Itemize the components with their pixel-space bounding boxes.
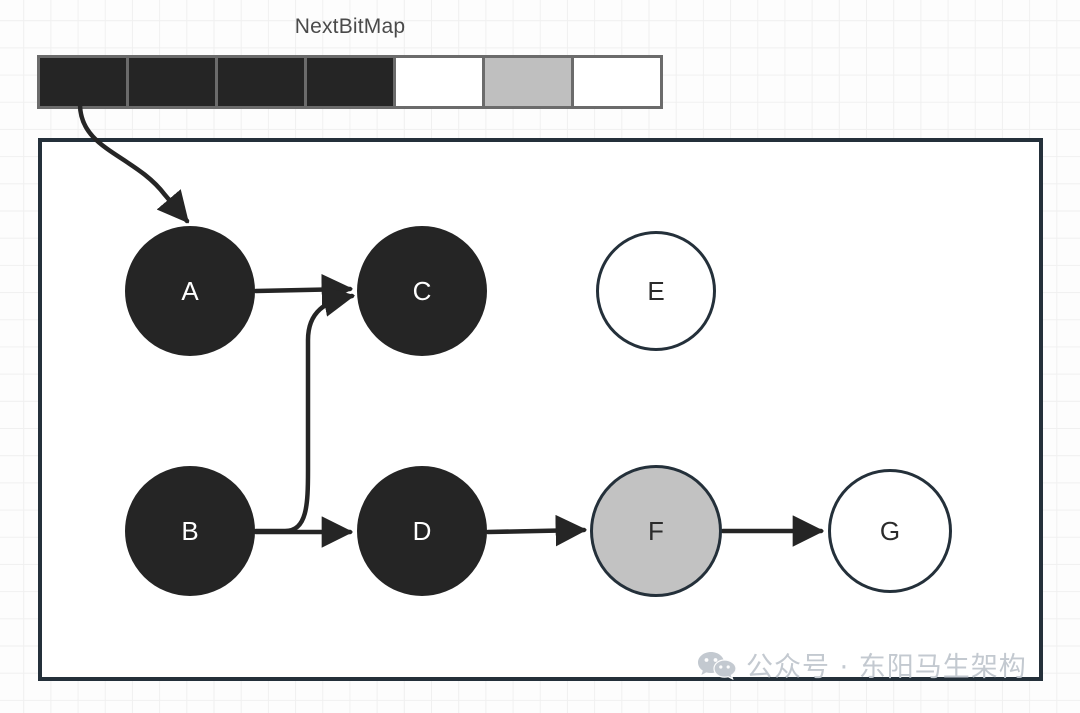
next-bit-map-strip [37,55,663,109]
graph-panel [38,138,1043,681]
graph-node-b-label: B [181,515,199,546]
graph-node-g-label: G [879,515,901,546]
graph-node-e[interactable]: E [596,231,716,351]
bitmap-cell-6[interactable] [574,58,660,106]
bitmap-cell-3[interactable] [307,58,396,106]
bitmap-cell-4[interactable] [396,58,485,106]
bitmap-cell-2[interactable] [218,58,307,106]
bitmap-title: NextBitMap [294,15,406,38]
graph-node-b[interactable]: B [125,466,255,596]
bitmap-cell-1[interactable] [129,58,218,106]
graph-node-d-label: D [412,515,432,546]
bitmap-cell-0[interactable] [40,58,129,106]
watermark-text: 公众号 · 东阳马生架构 [746,652,1027,683]
graph-node-d[interactable]: D [357,466,487,596]
wechat-icon [698,651,737,680]
graph-node-a[interactable]: A [125,226,255,356]
graph-node-a-label: A [181,275,199,306]
graph-node-f-label: F [648,515,664,546]
graph-node-c[interactable]: C [357,226,487,356]
bitmap-cell-5[interactable] [485,58,574,106]
graph-node-f[interactable]: F [590,465,722,597]
graph-node-g[interactable]: G [828,469,952,593]
graph-node-c-label: C [412,275,432,306]
graph-node-e-label: E [647,275,665,306]
watermark: 公众号 · 东阳马生架构 [697,645,1027,684]
